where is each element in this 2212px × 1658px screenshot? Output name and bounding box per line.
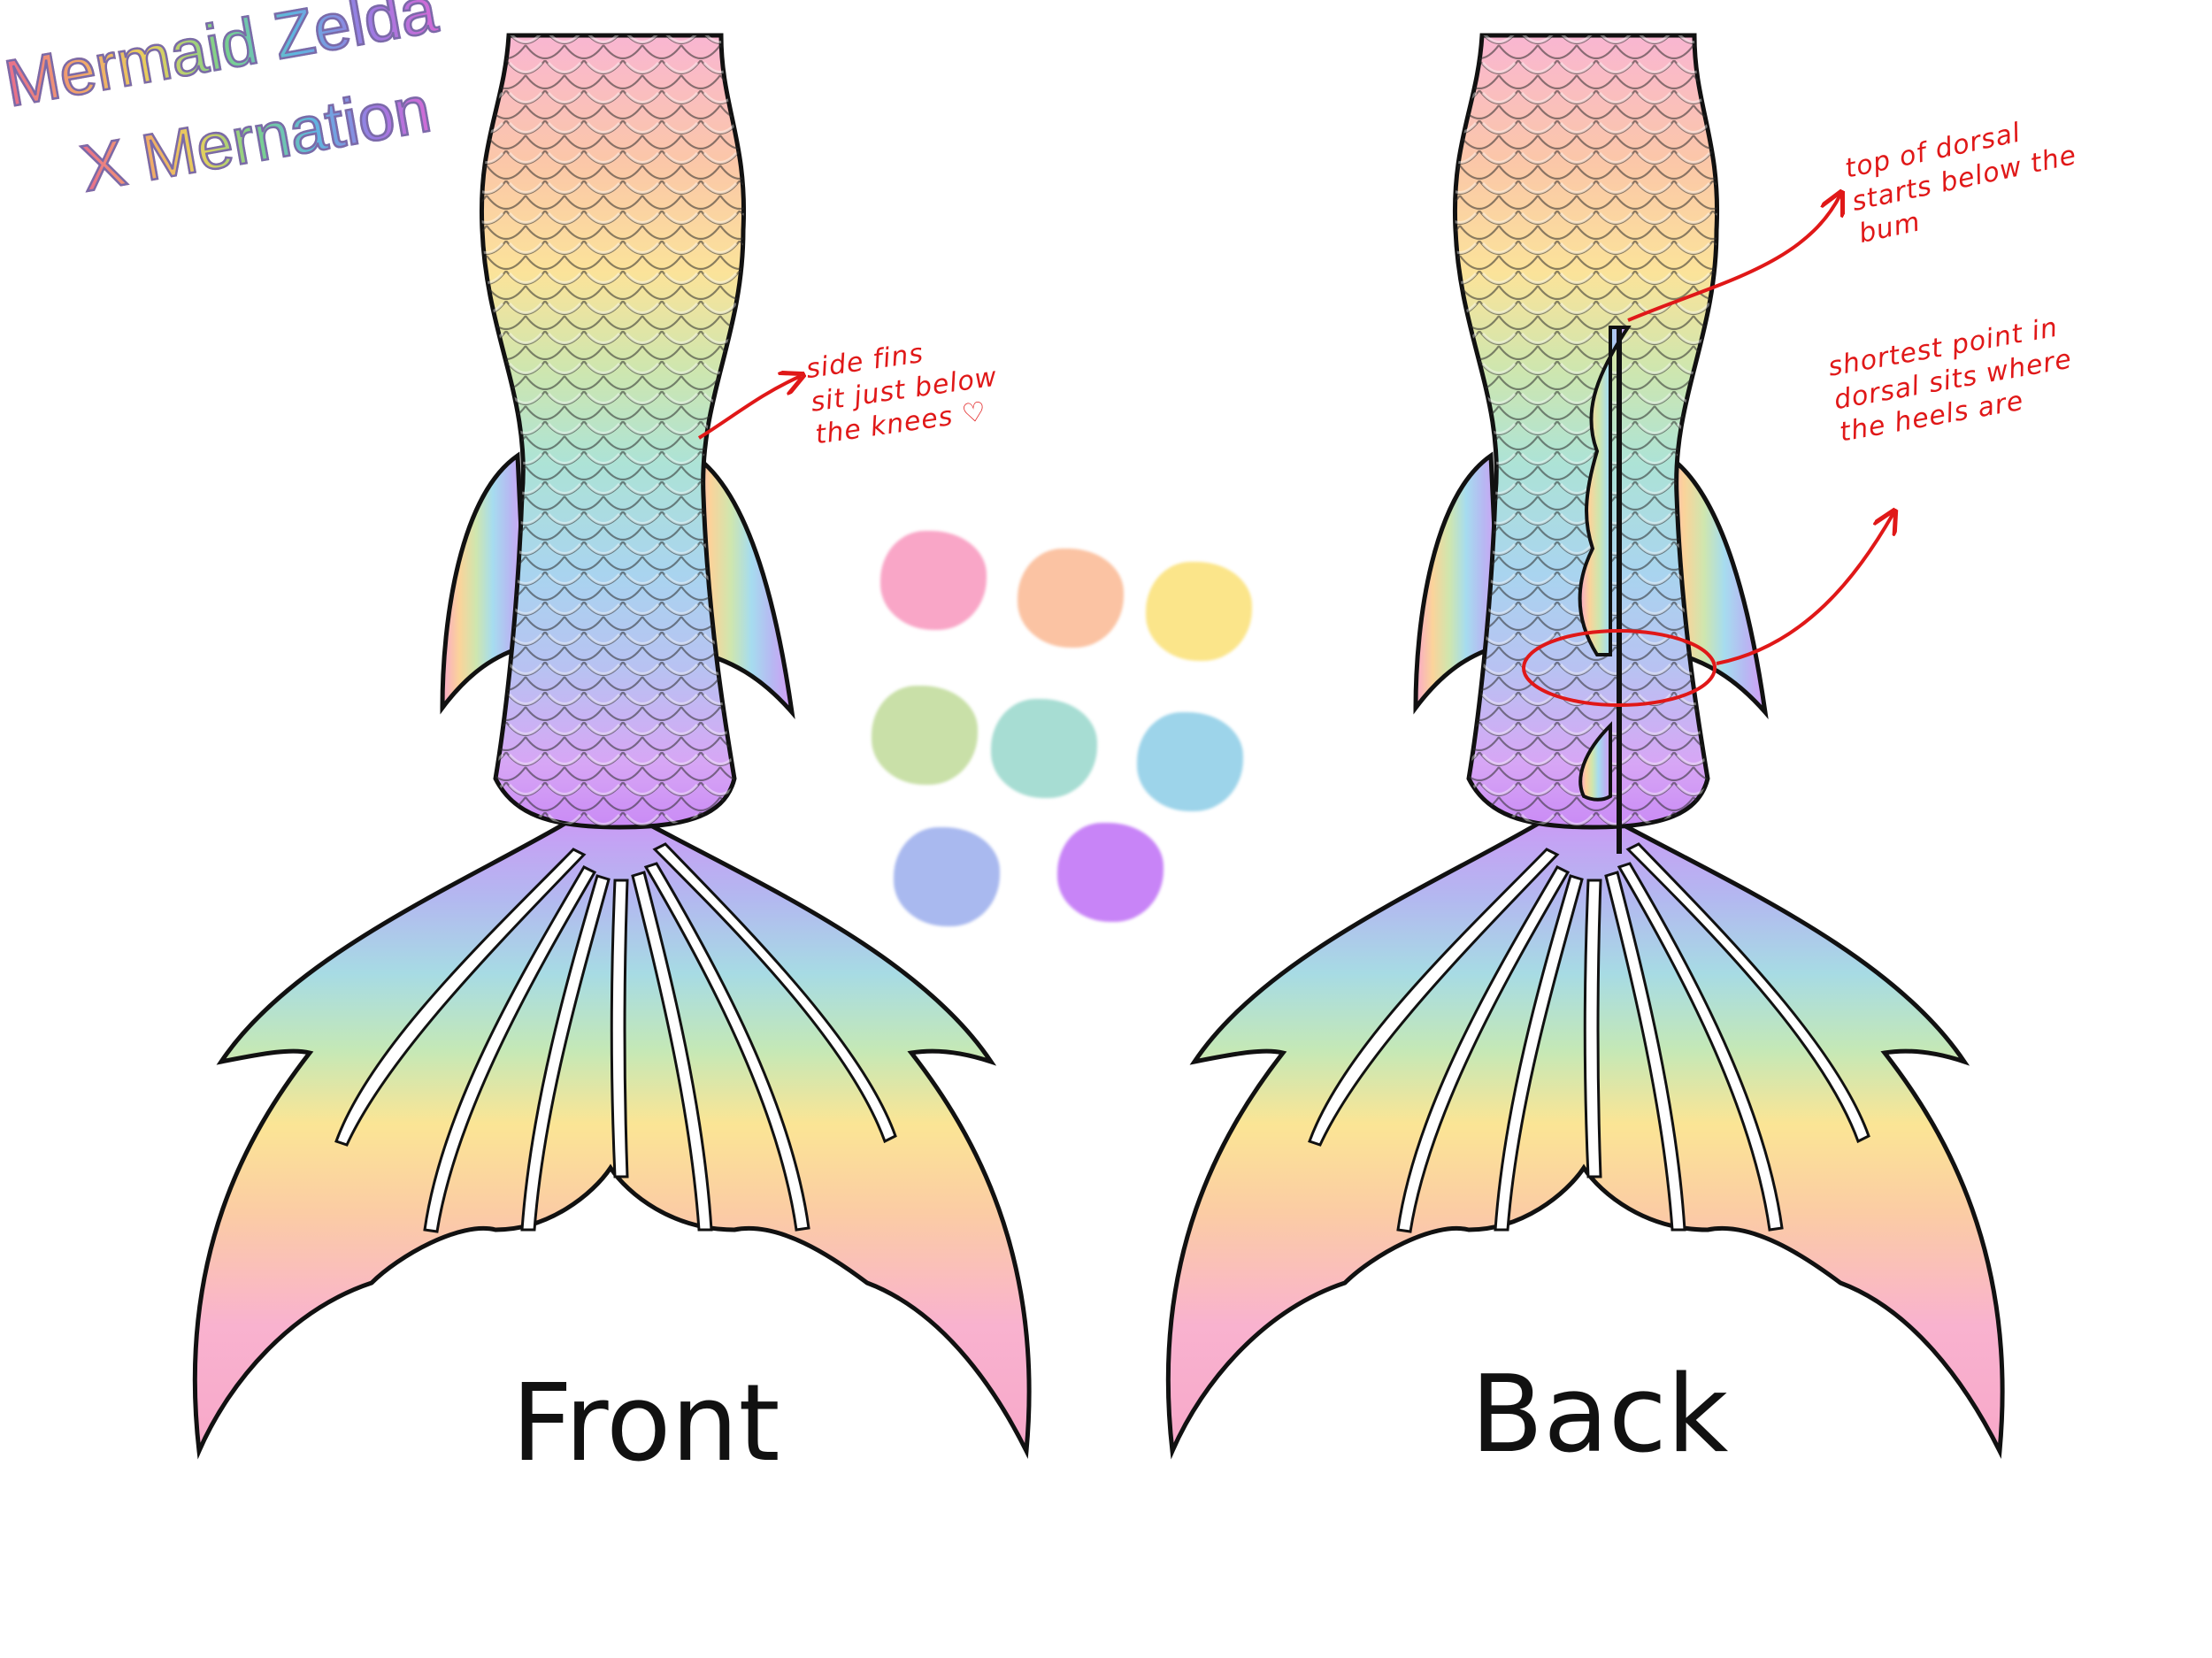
dorsal-fin-lower (1578, 721, 1612, 802)
back-label: Back (1471, 1354, 1729, 1477)
swatch-periwinkle (894, 827, 1000, 926)
swatch-sky-blue (1137, 712, 1243, 811)
swatch-green (872, 686, 978, 785)
swatch-purple (1057, 823, 1164, 922)
annotation-arrows (697, 195, 1893, 707)
dorsal-short-arrow (1716, 513, 1893, 665)
fluke (192, 820, 1032, 1460)
fin-rays (1308, 842, 1870, 1233)
fin-rays (334, 842, 897, 1233)
fluke (1165, 820, 2005, 1460)
side-fin-left (440, 451, 529, 715)
scale-pattern (481, 35, 744, 827)
front-label: Front (511, 1362, 780, 1485)
swatch-peach (1018, 549, 1124, 648)
side-fin-left (1413, 451, 1502, 715)
side-fins-arrow (697, 376, 801, 440)
swatch-pink (880, 531, 987, 630)
dorsal-top-arrow (1627, 195, 1840, 322)
dorsal-fin (1578, 326, 1632, 656)
heels-marker-ellipse (1522, 629, 1717, 707)
swatch-yellow (1146, 562, 1252, 661)
swatch-mint (991, 699, 1097, 798)
back-tail (1165, 33, 2005, 1460)
scale-pattern (1455, 35, 1717, 827)
front-tail (192, 33, 1032, 1460)
